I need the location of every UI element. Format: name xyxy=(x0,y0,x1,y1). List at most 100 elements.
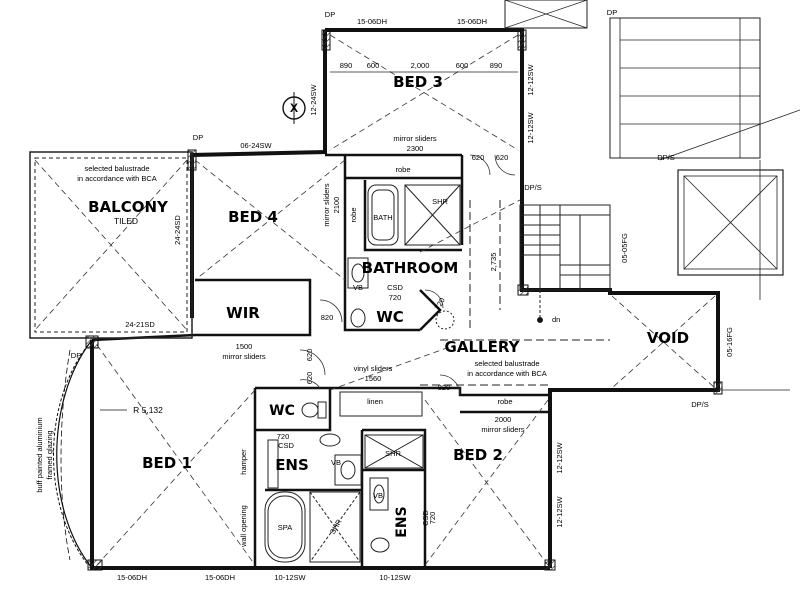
dim-720-c: 720 xyxy=(277,432,290,441)
note-balustrade-gallery-2: in accordance with BCA xyxy=(467,369,547,378)
note-balustrade-top-1: selected balustrade xyxy=(84,164,149,173)
marker-dp-1: DP xyxy=(325,10,335,19)
fixture-robe-top: robe xyxy=(395,165,410,174)
dim-2735: 2,735 xyxy=(489,253,498,272)
fixture-vb-2: VB xyxy=(331,458,341,467)
note-balustrade-top-2: in accordance with BCA xyxy=(77,174,157,183)
marker-dps-1: DP/S xyxy=(657,153,675,162)
hatched-walls xyxy=(85,29,723,571)
note-vinyl-2: 1560 xyxy=(365,374,382,383)
window-bed3-left: 12-24SW xyxy=(309,83,318,115)
dimensions: 890 600 2,000 600 890 620 620 2,735 820 … xyxy=(277,61,518,524)
note-mirror-bed2-2: mirror sliders xyxy=(481,425,525,434)
fixture-shr-1: SHR xyxy=(432,197,448,206)
note-mirror-bed2-1: 2000 xyxy=(495,415,512,424)
window-bottom-1: 15-06DH xyxy=(117,573,147,582)
marker-dp-2: DP xyxy=(607,8,617,17)
fixture-shr-2: SHR xyxy=(385,449,401,458)
bath-tub xyxy=(367,184,399,246)
toilet-3 xyxy=(370,537,390,553)
balcony-finish: TILED xyxy=(114,216,138,226)
dim-620-d: 620 xyxy=(305,372,314,385)
spa-bath xyxy=(264,491,306,563)
marker-dps-3: DP/S xyxy=(691,400,709,409)
room-label-gallery: GALLERY xyxy=(445,338,521,356)
room-label-void: VOID xyxy=(647,329,689,347)
window-bed2-2: 12-12SW xyxy=(555,495,564,527)
room-label-bed4: BED 4 xyxy=(228,208,278,226)
room-labels: BED 3 BED 4 BALCONY TILED BATHROOM WIR W… xyxy=(88,73,689,538)
vanity-basin-2 xyxy=(319,433,341,447)
dim-620-a: 620 xyxy=(472,153,485,162)
fixtures xyxy=(264,184,461,563)
toilet-1 xyxy=(350,308,366,328)
window-bed4-top: 06-24SW xyxy=(240,141,272,150)
note-linen: linen xyxy=(367,397,383,406)
note-glazing-1: buff painted aluminium xyxy=(35,417,44,492)
note-vinyl-1: vinyl sliders xyxy=(354,364,393,373)
note-mirror-bed4-1: mirror sliders xyxy=(322,183,331,227)
dim-820-b: 820 xyxy=(438,383,451,392)
fixture-csd-2: CSD xyxy=(278,441,294,450)
dim-620-c: 620 xyxy=(305,349,314,362)
room-label-ens1: ENS xyxy=(275,456,309,474)
fixture-csd-1: CSD xyxy=(387,283,403,292)
room-label-balcony: BALCONY xyxy=(88,198,169,216)
window-top-2: 15-06DH xyxy=(457,17,487,26)
window-bottom-3: 10-12SW xyxy=(274,573,306,582)
toilet-2 xyxy=(301,402,319,418)
note-hamper: hamper xyxy=(239,449,248,475)
note-balustrade-gallery-1: selected balustrade xyxy=(474,359,539,368)
window-codes: 15-06DH 15-06DH 12-24SW 12-12SW 12-12SW … xyxy=(117,17,734,582)
fixture-csd-3: CSD xyxy=(421,510,430,526)
window-stair: 05-05FG xyxy=(620,233,629,263)
note-mirror-wir-2: mirror sliders xyxy=(222,352,266,361)
dim-600-a: 600 xyxy=(367,61,380,70)
window-bottom-2: 15-06DH xyxy=(205,573,235,582)
gallery-balustrade xyxy=(420,200,610,386)
note-mirror-wir-1: 1500 xyxy=(236,342,253,351)
window-void: 05-16FG xyxy=(725,327,734,357)
room-label-ens2: ENS xyxy=(394,506,410,537)
dim-720-b: 720 xyxy=(433,296,447,311)
dashed-diagonals xyxy=(96,34,716,566)
window-bed2-1: 12-12SW xyxy=(555,441,564,473)
room-label-bed2: BED 2 xyxy=(453,446,503,464)
dim-600-b: 600 xyxy=(456,61,469,70)
note-mirror-bed4-2: 2100 xyxy=(332,197,341,214)
curved-glazing xyxy=(53,339,93,569)
balcony-outline xyxy=(29,151,193,339)
room-label-bed1: BED 1 xyxy=(142,454,192,472)
room-label-wc-upper: WC xyxy=(376,308,404,326)
marker-dp-4: DP xyxy=(71,351,81,360)
dim-890-b: 890 xyxy=(490,61,503,70)
dim-2000: 2,000 xyxy=(411,61,430,70)
compass-x-marker: X xyxy=(282,92,306,124)
dim-890-a: 890 xyxy=(340,61,353,70)
window-balcony: 24-21SD xyxy=(125,320,155,329)
roof-area xyxy=(504,0,800,391)
fixture-robe-bed2: robe xyxy=(497,397,512,406)
fixture-spa: SPA xyxy=(278,523,292,532)
internal-walls xyxy=(91,153,550,568)
window-top-1: 15-06DH xyxy=(357,17,387,26)
fixture-robe-bed4: robe xyxy=(349,207,358,222)
dim-620-b: 620 xyxy=(496,153,509,162)
fixture-vb-1: VB xyxy=(353,283,363,292)
note-mirror-bed3-1: mirror sliders xyxy=(393,134,437,143)
window-bottom-4: 10-12SW xyxy=(379,573,411,582)
fixture-vb-3: VB xyxy=(373,491,383,500)
notes: selected balustrade in accordance with B… xyxy=(35,134,560,548)
room-label-bathroom: BATHROOM xyxy=(362,259,459,277)
note-radius: R 5,132 xyxy=(133,405,163,415)
external-walls xyxy=(90,28,720,570)
dim-820-a: 820 xyxy=(321,313,334,322)
room-label-bed3: BED 3 xyxy=(393,73,443,91)
downpipe-markers: DP DP DP DP DP/S DP/S DP/S xyxy=(71,8,709,409)
note-dn: dn xyxy=(552,315,560,324)
dim-720-a: 720 xyxy=(389,293,402,302)
door-swings xyxy=(299,154,516,396)
dim-720-d: 720 xyxy=(428,512,437,525)
staircase xyxy=(519,204,611,323)
